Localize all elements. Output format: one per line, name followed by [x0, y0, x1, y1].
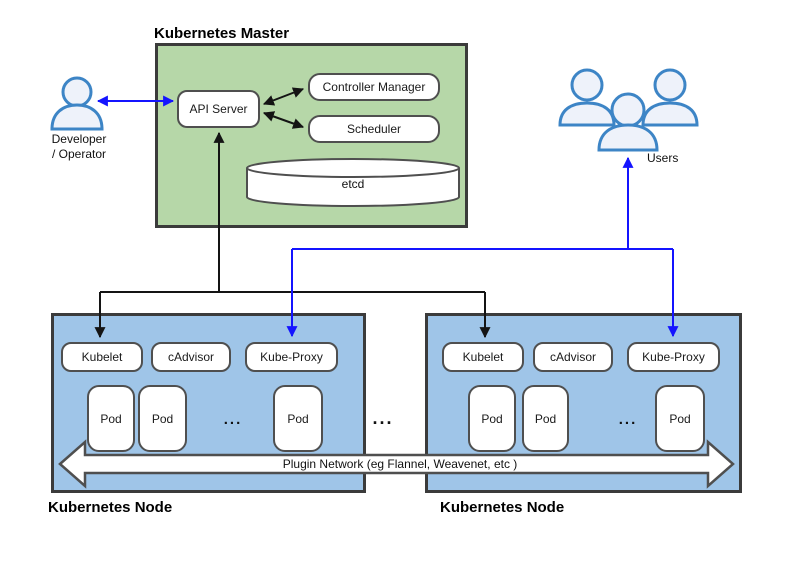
- cadvisor-box-left: cAdvisor: [151, 342, 231, 372]
- controller-manager-label: Controller Manager: [322, 80, 426, 94]
- developer-label-line2: / Operator: [51, 147, 107, 161]
- controller-manager-box: Controller Manager: [308, 73, 440, 101]
- kube-proxy-box-right: Kube-Proxy: [627, 342, 720, 372]
- cadvisor-box-right: cAdvisor: [533, 342, 613, 372]
- master-title: Kubernetes Master: [154, 25, 290, 42]
- developer-label: Developer / Operator: [36, 132, 122, 162]
- pod-box: Pod: [138, 385, 187, 452]
- cadvisor-label: cAdvisor: [167, 350, 214, 364]
- more-nodes-ellipsis: ...: [372, 408, 394, 428]
- more-pods-ellipsis-left: ...: [223, 411, 243, 428]
- kubelet-box-left: Kubelet: [61, 342, 143, 372]
- scheduler-box: Scheduler: [308, 115, 440, 143]
- users-label: Users: [647, 151, 679, 165]
- kubelet-label: Kubelet: [462, 350, 504, 364]
- node-title-left: Kubernetes Node: [48, 499, 173, 516]
- pod-label: Pod: [151, 411, 174, 426]
- more-pods-ellipsis-right: ...: [618, 411, 638, 428]
- node-title-right: Kubernetes Node: [440, 499, 565, 516]
- developer-icon: [50, 76, 104, 131]
- pod-label: Pod: [287, 411, 309, 426]
- plugin-network-label: Plugin Network (eg Flannel, Weavenet, et…: [282, 457, 518, 471]
- cadvisor-label: cAdvisor: [549, 350, 596, 364]
- kubelet-label: Kubelet: [81, 350, 123, 364]
- etcd-label: etcd: [341, 177, 365, 191]
- pod-box: Pod: [87, 385, 135, 452]
- users-icon: [558, 68, 699, 152]
- kube-proxy-label: Kube-Proxy: [642, 350, 705, 364]
- kube-proxy-box-left: Kube-Proxy: [245, 342, 338, 372]
- pod-box: Pod: [273, 385, 323, 452]
- pod-box: Pod: [468, 385, 516, 452]
- pod-label: Pod: [534, 411, 557, 426]
- api-server-box: API Server: [177, 90, 260, 128]
- pod-label: Pod: [669, 411, 691, 426]
- scheduler-label: Scheduler: [346, 122, 402, 136]
- pod-box: Pod: [522, 385, 569, 452]
- pod-label: Pod: [100, 411, 122, 426]
- kube-proxy-label: Kube-Proxy: [260, 350, 323, 364]
- api-server-label: API Server: [189, 102, 248, 116]
- pod-label: Pod: [481, 411, 503, 426]
- developer-label-line1: Developer: [51, 132, 107, 146]
- kubelet-box-right: Kubelet: [442, 342, 524, 372]
- pod-box: Pod: [655, 385, 705, 452]
